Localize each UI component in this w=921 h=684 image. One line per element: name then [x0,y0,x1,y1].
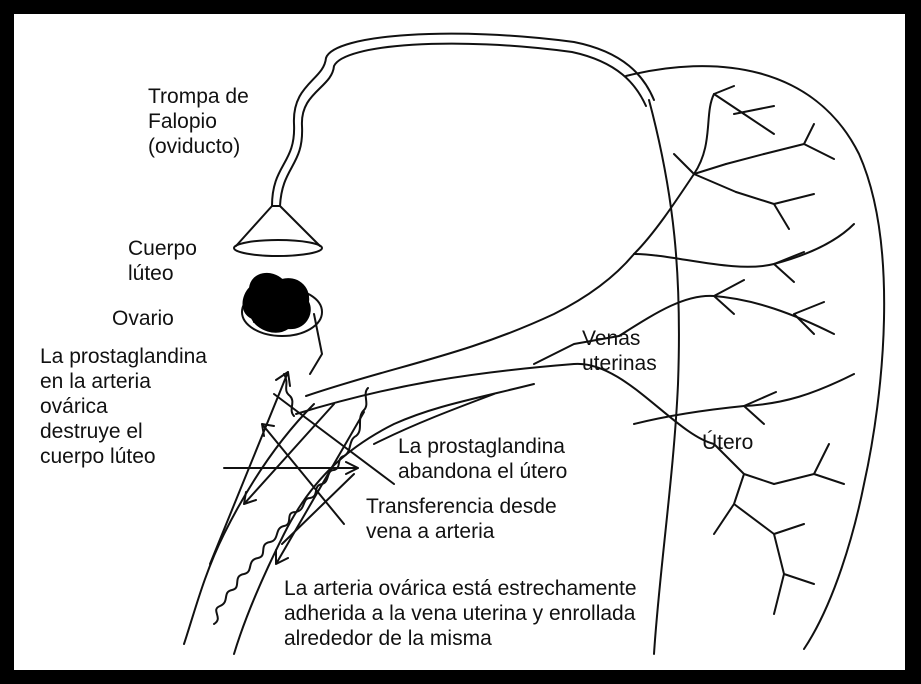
fimbria-opening [234,240,322,256]
label-uterine-veins: Venas uterinas [582,326,657,376]
label-corpus-luteum: Cuerpo lúteo [128,236,197,286]
label-prostaglandin-leaves: La prostaglandina abandona el útero [398,434,567,484]
fallopian-tube [234,34,654,256]
label-fallopian-tube: Trompa de Falopio (oviducto) [148,84,249,159]
label-ovary: Ovario [112,306,174,331]
diagram-frame: Trompa de Falopio (oviducto) Cuerpo lúte… [14,14,905,670]
corpus-luteum [244,274,310,332]
label-transfer: Transferencia desde vena a arteria [366,494,557,544]
label-uterus: Útero [702,430,753,455]
label-artery-attached: La arteria ovárica está estrechamente ad… [284,576,637,651]
label-prostaglandin-artery: La prostaglandina en la arteria ovárica … [40,344,207,469]
uterus-outline [626,66,884,654]
